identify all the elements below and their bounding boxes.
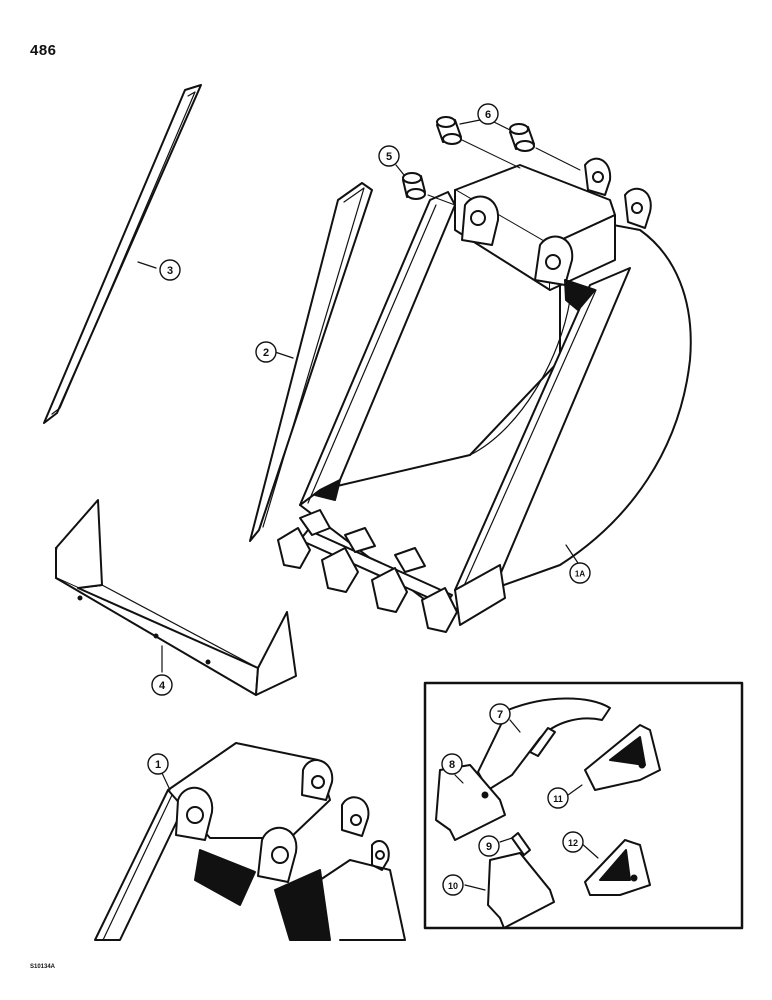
leader-1a xyxy=(565,544,579,564)
callout-3: 3 xyxy=(167,265,173,277)
callout-9-circle xyxy=(478,835,500,857)
bushing-5 xyxy=(402,172,426,200)
callout-4-circle xyxy=(151,674,173,696)
side-cutter-3 xyxy=(43,84,202,424)
callout-1: 1 xyxy=(155,759,161,771)
leader-8 xyxy=(454,774,464,784)
callout-4: 4 xyxy=(159,680,166,692)
leader-7 xyxy=(509,719,521,733)
bucket-assembly-1a xyxy=(277,157,692,633)
pin-9 xyxy=(511,832,531,856)
callout-3-circle xyxy=(159,259,181,281)
leader-2 xyxy=(274,351,294,359)
callout-8-circle xyxy=(441,753,463,775)
callout-8: 8 xyxy=(449,759,455,771)
figure-code: S10134A xyxy=(30,964,56,970)
callout-10-circle xyxy=(442,874,464,896)
leader-5 xyxy=(395,164,405,176)
leader-6d xyxy=(535,147,581,171)
bottom-cutter-4 xyxy=(55,499,297,696)
leader-10 xyxy=(464,884,486,891)
callout-2-circle xyxy=(255,341,277,363)
teeth-detail-inset xyxy=(423,681,744,930)
leader-9 xyxy=(499,837,513,843)
callout-9: 9 xyxy=(486,841,492,853)
bushing-6b xyxy=(509,123,535,152)
callout-5: 5 xyxy=(386,151,392,163)
tooth-10 xyxy=(487,852,555,929)
callout-12-circle xyxy=(562,831,584,853)
side-cutter-2 xyxy=(249,182,373,542)
callout-6: 6 xyxy=(485,109,491,121)
leader-6b xyxy=(493,121,511,131)
callout-12: 12 xyxy=(568,838,578,848)
callout-7: 7 xyxy=(497,709,503,721)
page-number: 486 xyxy=(30,42,57,59)
tooth-8 xyxy=(435,764,506,841)
leader-6a xyxy=(459,119,481,125)
callout-2: 2 xyxy=(263,347,269,359)
callout-6-circle xyxy=(477,103,499,125)
leader-3 xyxy=(137,261,157,269)
callout-1a: 1A xyxy=(575,570,585,579)
bucket-detail-1 xyxy=(94,742,406,941)
callout-1-circle xyxy=(147,753,169,775)
callout-7-circle xyxy=(489,703,511,725)
callout-10: 10 xyxy=(448,881,458,891)
tooth-11 xyxy=(584,724,661,791)
leader-5b xyxy=(427,194,456,206)
leader-11 xyxy=(567,784,583,796)
callout-1a-circle xyxy=(569,562,591,584)
callout-11: 11 xyxy=(553,794,563,804)
leader-1 xyxy=(161,772,171,791)
tooth-12 xyxy=(584,839,651,896)
leader-6c xyxy=(461,139,521,169)
callout-11-circle xyxy=(547,787,569,809)
bushing-6a xyxy=(436,116,462,145)
callout-5-circle xyxy=(378,145,400,167)
